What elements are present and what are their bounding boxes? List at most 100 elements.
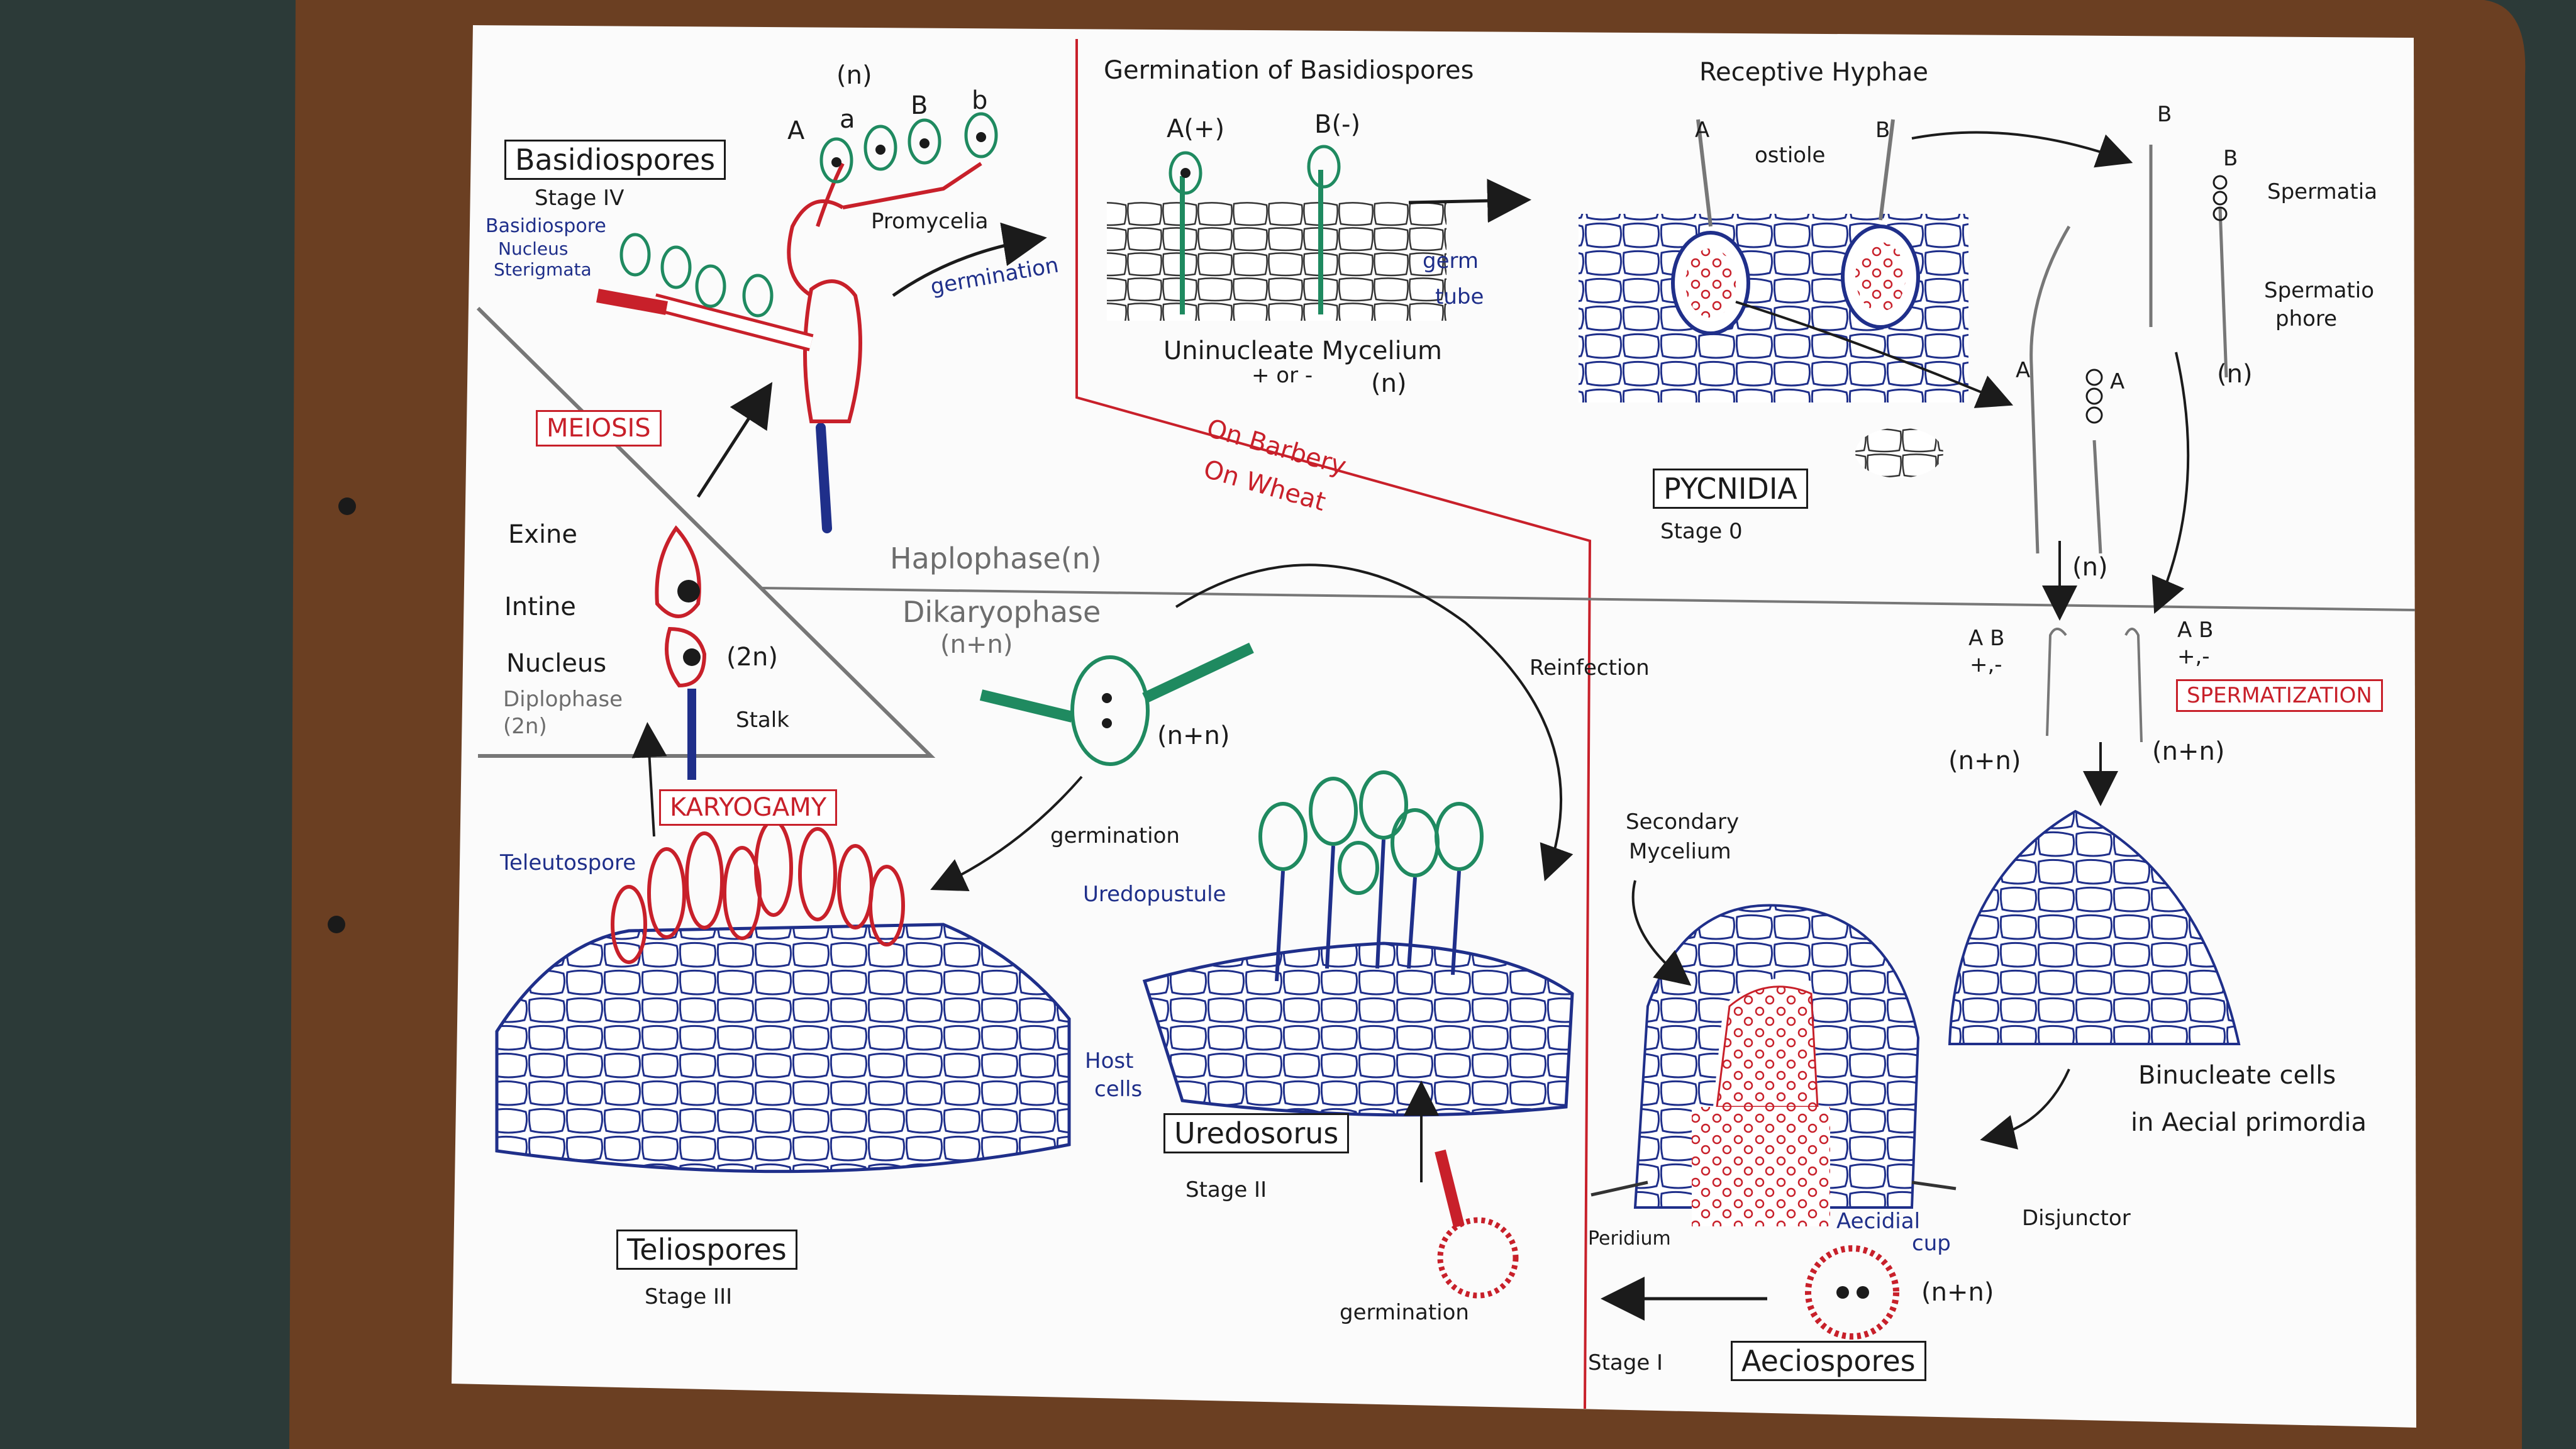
spermatia-A-right: A — [2110, 369, 2125, 394]
aecial-primordia — [1948, 809, 2241, 1045]
stage-ii-label: Stage II — [1185, 1177, 1267, 1202]
pycnidia-section — [1579, 119, 1968, 478]
nn-aeciospore-label: (n+n) — [1921, 1278, 1994, 1307]
aeciospore — [1805, 1245, 1899, 1340]
basidiospores-title: Basidiospores — [504, 140, 726, 180]
ploidy-n-top: (n) — [836, 61, 872, 90]
AB-right-label: A B — [2177, 618, 2214, 643]
secondary-label: Secondary — [1626, 809, 1740, 835]
cells-label: cells — [1094, 1077, 1143, 1102]
uredopustule-label: Uredopustule — [1083, 882, 1226, 907]
allele-A-label: A — [787, 116, 805, 145]
nn-right-label: (n+n) — [2152, 737, 2225, 766]
disjunctor-label: Disjunctor — [2022, 1206, 2131, 1231]
germination-leaf-section — [1107, 145, 1446, 321]
ploidy-n-right: (n) — [2217, 360, 2253, 389]
teliospores-title: Teliospores — [616, 1230, 797, 1270]
receptive-hyphae-label: Receptive Hyphae — [1699, 58, 1929, 87]
pm-right-label: +,- — [2177, 644, 2210, 669]
pycnidia-title: PYCNIDIA — [1653, 469, 1808, 509]
sterigmata-label: Sterigmata — [494, 259, 592, 280]
arrow-to-pycnidia — [1408, 179, 1531, 223]
peridium-label: Peridium — [1588, 1228, 1671, 1250]
spermatization-title: SPERMATIZATION — [2176, 679, 2383, 712]
arrow-primordia-to-aecium — [1980, 1069, 2070, 1150]
uninucleate-mycelium-label: Uninucleate Mycelium — [1163, 336, 1443, 365]
basidium-drawing — [596, 162, 982, 533]
germination-bottom-label: germination — [1340, 1300, 1469, 1325]
spermatia-label: Spermatia — [2267, 179, 2378, 204]
germination-arrow-top — [892, 222, 1047, 297]
plus-or-minus-label: + or - — [1252, 363, 1313, 388]
spermatiophore-line1: Spermatio — [2264, 278, 2374, 303]
intine-label: Intine — [504, 592, 576, 621]
nn-uredospore-label: (n+n) — [1157, 721, 1230, 750]
meiosis-title: MEIOSIS — [536, 410, 662, 447]
aecium-section — [1591, 904, 1957, 1226]
spermatia-B-second: B — [2223, 146, 2238, 171]
stage-i-label: Stage I — [1588, 1350, 1663, 1375]
allele-A-plus-label: A(+) — [1167, 114, 1225, 143]
nucleus-small-label: Nucleus — [498, 238, 569, 259]
pycnidia-A-label: A — [1695, 118, 1710, 143]
germinating-uredospore — [979, 642, 1254, 766]
uredosorus-section — [1142, 770, 1574, 1117]
mycelium-label: Mycelium — [1629, 839, 1731, 864]
pycnidia-B-label: B — [1875, 118, 1890, 143]
allele-a-label: a — [840, 105, 855, 134]
spermatia-A-left: A — [2016, 358, 2031, 383]
stalk-label: Stalk — [736, 708, 789, 733]
host-label: Host — [1085, 1048, 1134, 1074]
stage-iii-label: Stage III — [645, 1284, 733, 1309]
teliospore-detail — [655, 525, 707, 780]
pm-left-label: +,- — [1970, 652, 2002, 677]
ploidy-n-uninucleate: (n) — [1371, 369, 1407, 398]
exine-label: Exine — [508, 520, 578, 549]
arrow-down-right — [2151, 352, 2190, 614]
AB-left-label: A B — [1968, 626, 2005, 651]
germ-label: germ — [1423, 248, 1479, 274]
allele-B-minus-label: B(-) — [1314, 110, 1361, 139]
aecidial-label: Aecidial — [1836, 1209, 1921, 1234]
karyogamy-title: KARYOGAMY — [659, 789, 838, 826]
stage-iv-label: Stage IV — [535, 186, 625, 211]
dikaryophase-nn-label: (n+n) — [940, 630, 1013, 659]
tube-label: tube — [1435, 284, 1484, 309]
basidiospore-label: Basidiospore — [486, 215, 606, 237]
diploid-2n-label: (2n) — [726, 643, 779, 672]
secondary-mycelium-arrow — [1631, 880, 1692, 986]
spermatization-hyphae — [2046, 628, 2143, 743]
karyogamy-arrow — [631, 722, 667, 837]
telium-section — [495, 819, 1071, 1174]
red-divider-top — [1075, 39, 1592, 1409]
aeciospores-title: Aeciospores — [1731, 1341, 1926, 1381]
diplophase-2n-label: (2n) — [503, 714, 547, 739]
allele-b-label: b — [972, 86, 988, 115]
grey-haplo-line — [760, 587, 2416, 611]
arrow-receptive-right — [1911, 131, 2133, 168]
meiosis-arrow — [696, 382, 773, 498]
arrow-to-telia — [930, 775, 1083, 891]
nucleus-label: Nucleus — [506, 649, 607, 678]
teleutospore-label: Teleutospore — [500, 850, 636, 875]
uredosorus-title: Uredosorus — [1163, 1113, 1350, 1153]
aecial-primordia-label: in Aecial primordia — [2131, 1108, 2367, 1137]
ostiole-label: ostiole — [1755, 143, 1826, 168]
spermatiophore-line2: phore — [2275, 306, 2338, 331]
nn-left-label: (n+n) — [1948, 747, 2021, 775]
cup-label: cup — [1912, 1231, 1951, 1256]
germinating-aeciospore-bottom — [1435, 1149, 1519, 1299]
haplophase-label: Haplophase(n) — [890, 541, 1102, 575]
germination-mid-label: germination — [1050, 823, 1180, 848]
binucleate-cells-label: Binucleate cells — [2138, 1061, 2336, 1090]
diplophase-label: Diplophase — [503, 687, 623, 712]
spermatia-hyphae — [2029, 145, 2228, 554]
board-hole-bottom — [328, 916, 345, 933]
dikaryophase-label: Dikaryophase — [902, 595, 1101, 629]
stage-0-label: Stage 0 — [1660, 519, 1743, 544]
germination-basidiospores-title: Germination of Basidiospores — [1104, 56, 1474, 85]
reinfection-arrow — [1175, 564, 1574, 882]
meiosis-triangle — [476, 306, 936, 758]
